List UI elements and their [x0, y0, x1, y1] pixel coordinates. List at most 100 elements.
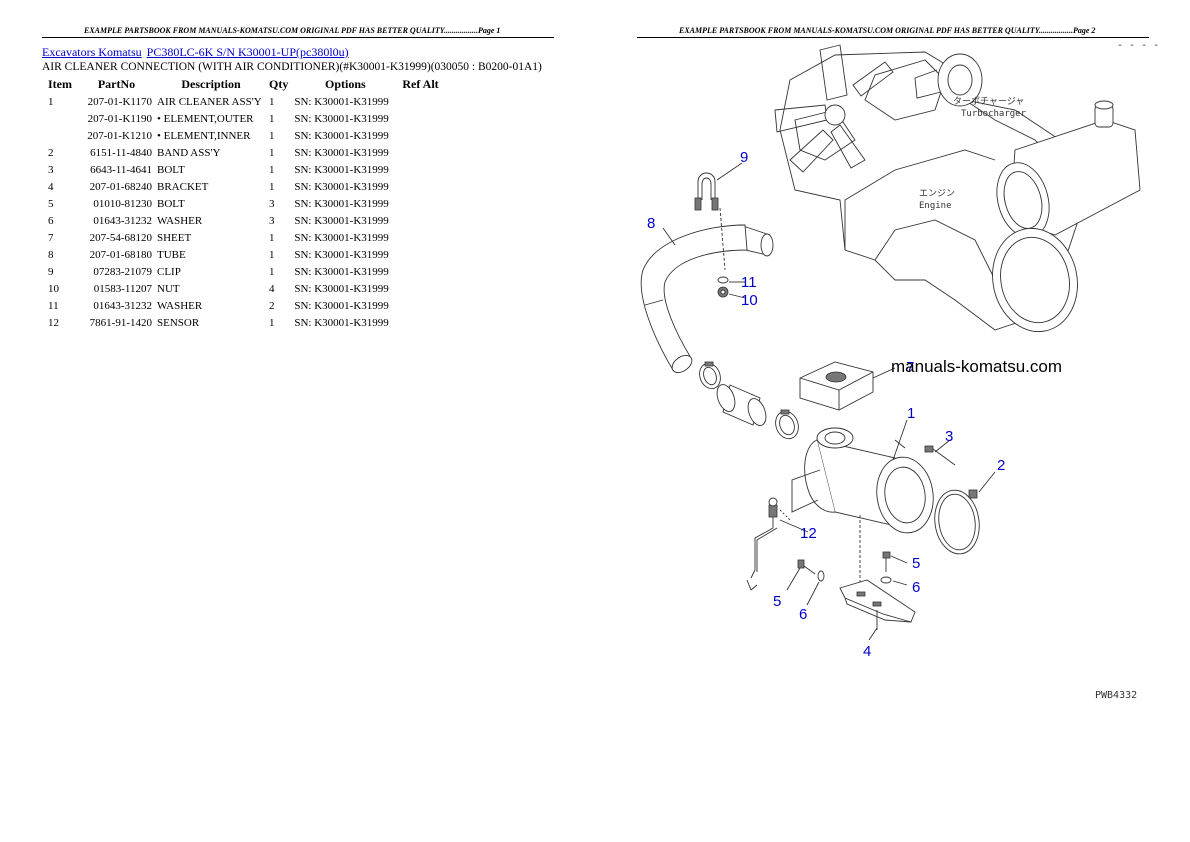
part-sensor: [746, 497, 791, 591]
page-title: AIR CLEANER CONNECTION (WITH AIR CONDITI…: [42, 61, 542, 73]
page-2-header: EXAMPLE PARTSBOOK FROM MANUALS-KOMATSU.C…: [679, 26, 1096, 35]
cell-item: 7: [48, 231, 54, 244]
cell-description: TUBE: [157, 248, 186, 261]
cell-description: BOLT: [157, 197, 185, 210]
cell-qty: 1: [269, 180, 275, 193]
cell-options: SN: K30001-K31999: [294, 316, 389, 329]
part-bolt-3: [924, 445, 956, 466]
cell-qty: 1: [269, 316, 275, 329]
col-item: Item: [48, 77, 72, 91]
cell-qty: 3: [269, 214, 275, 227]
cell-options: SN: K30001-K31999: [294, 299, 389, 312]
table-row: 12 7861-91-1420 SENSOR 1 SN: K30001-K31999: [44, 314, 441, 331]
cell-options: SN: K30001-K31999: [294, 95, 389, 108]
part-washer-11: [717, 276, 729, 284]
page-2-header-rule: [637, 37, 1149, 38]
col-ref-alt: Ref Alt: [402, 77, 439, 91]
engine-label: Engine: [919, 201, 952, 211]
breadcrumb-link-category[interactable]: Excavators Komatsu: [42, 45, 142, 59]
cell-options: SN: K30001-K31999: [294, 163, 389, 176]
cell-description: NUT: [157, 282, 180, 295]
cell-ref-alt: [400, 212, 440, 229]
cell-partno: 7861-91-1420: [89, 316, 152, 329]
turbocharger: ターボチャージャ Turbocharger: [914, 53, 1027, 119]
page-1-header-rule: [42, 37, 554, 38]
cell-ref-alt: [400, 280, 440, 297]
cell-partno: 207-01-K1190: [87, 112, 152, 125]
watermark: manuals-komatsu.com: [891, 357, 1062, 376]
page-1: EXAMPLE PARTSBOOK FROM MANUALS-KOMATSU.C…: [42, 26, 554, 331]
callout-9: 9: [740, 149, 748, 166]
cell-qty: 1: [269, 95, 275, 108]
cell-item: [44, 127, 78, 144]
parts-table: Item PartNo Description Qty Options Ref …: [44, 76, 441, 331]
cell-item: 3: [48, 163, 54, 176]
callout-4: 4: [863, 643, 871, 660]
cell-item: 9: [48, 265, 54, 278]
callout-6-right: 6: [912, 579, 920, 596]
parts-table-header: Item PartNo Description Qty Options Ref …: [44, 76, 441, 93]
hose-clamp-upper: [699, 361, 721, 390]
cell-item: 12: [48, 316, 59, 329]
cell-item: 1: [48, 95, 54, 108]
cell-qty: 1: [269, 112, 275, 125]
cell-partno: 01010-81230: [93, 197, 152, 210]
turbo-label-jp: ターボチャージャ: [953, 96, 1024, 107]
cell-partno: 01643-31232: [93, 299, 152, 312]
callout-5-right: 5: [912, 555, 920, 572]
col-description: Description: [181, 77, 241, 91]
col-partno: PartNo: [97, 77, 136, 91]
cell-options: SN: K30001-K31999: [294, 248, 389, 261]
cell-ref-alt: [400, 297, 440, 314]
cell-options: SN: K30001-K31999: [294, 231, 389, 244]
cell-item: 6: [48, 214, 54, 227]
cell-description: WASHER: [157, 299, 203, 312]
part-air-cleaner: [791, 427, 934, 600]
part-band: [934, 489, 980, 555]
cell-options: SN: K30001-K31999: [294, 146, 389, 159]
cell-options: SN: K30001-K31999: [294, 282, 389, 295]
cell-description: SHEET: [157, 231, 192, 244]
exploded-parts-diagram: - - - - エンジン Engine ターボチャージャ: [640, 40, 1159, 701]
hose-clamp-lower: [775, 409, 799, 440]
part-washer-6-left: [817, 570, 825, 582]
leader-lines: [662, 162, 996, 641]
cell-ref-alt: [400, 93, 440, 110]
cell-description: AIR CLEANER ASS'Y: [157, 95, 262, 108]
breadcrumb-link-model[interactable]: PC380LC-6K S/N K30001-UP(pc380l0u): [146, 45, 349, 59]
cell-ref-alt: [400, 263, 440, 280]
cell-ref-alt: [400, 178, 440, 195]
cell-qty: 1: [269, 163, 275, 176]
col-qty: Qty: [269, 77, 289, 91]
cell-options: SN: K30001-K31999: [294, 129, 389, 142]
cell-ref-alt: [400, 246, 440, 263]
part-washer-6-right: [880, 576, 892, 584]
diagram-top-mark: - - - -: [1117, 40, 1159, 51]
cell-partno: 07283-21079: [93, 265, 152, 278]
cell-partno: 207-54-68120: [89, 231, 152, 244]
cell-options: SN: K30001-K31999: [294, 214, 389, 227]
turbo-label: Turbocharger: [961, 109, 1027, 119]
cell-partno: 207-01-68180: [89, 248, 152, 261]
part-bolt-5-left: [797, 559, 816, 575]
part-nut-10: [717, 286, 729, 298]
callout-1: 1: [907, 405, 915, 422]
cell-description: SENSOR: [157, 316, 200, 329]
callout-10: 10: [741, 292, 758, 309]
cell-description: • ELEMENT,INNER: [157, 129, 251, 142]
cell-ref-alt: [400, 229, 440, 246]
cell-ref-alt: [400, 110, 440, 127]
part-tube: [640, 224, 748, 373]
figure-code: PWB4332: [1095, 690, 1137, 701]
